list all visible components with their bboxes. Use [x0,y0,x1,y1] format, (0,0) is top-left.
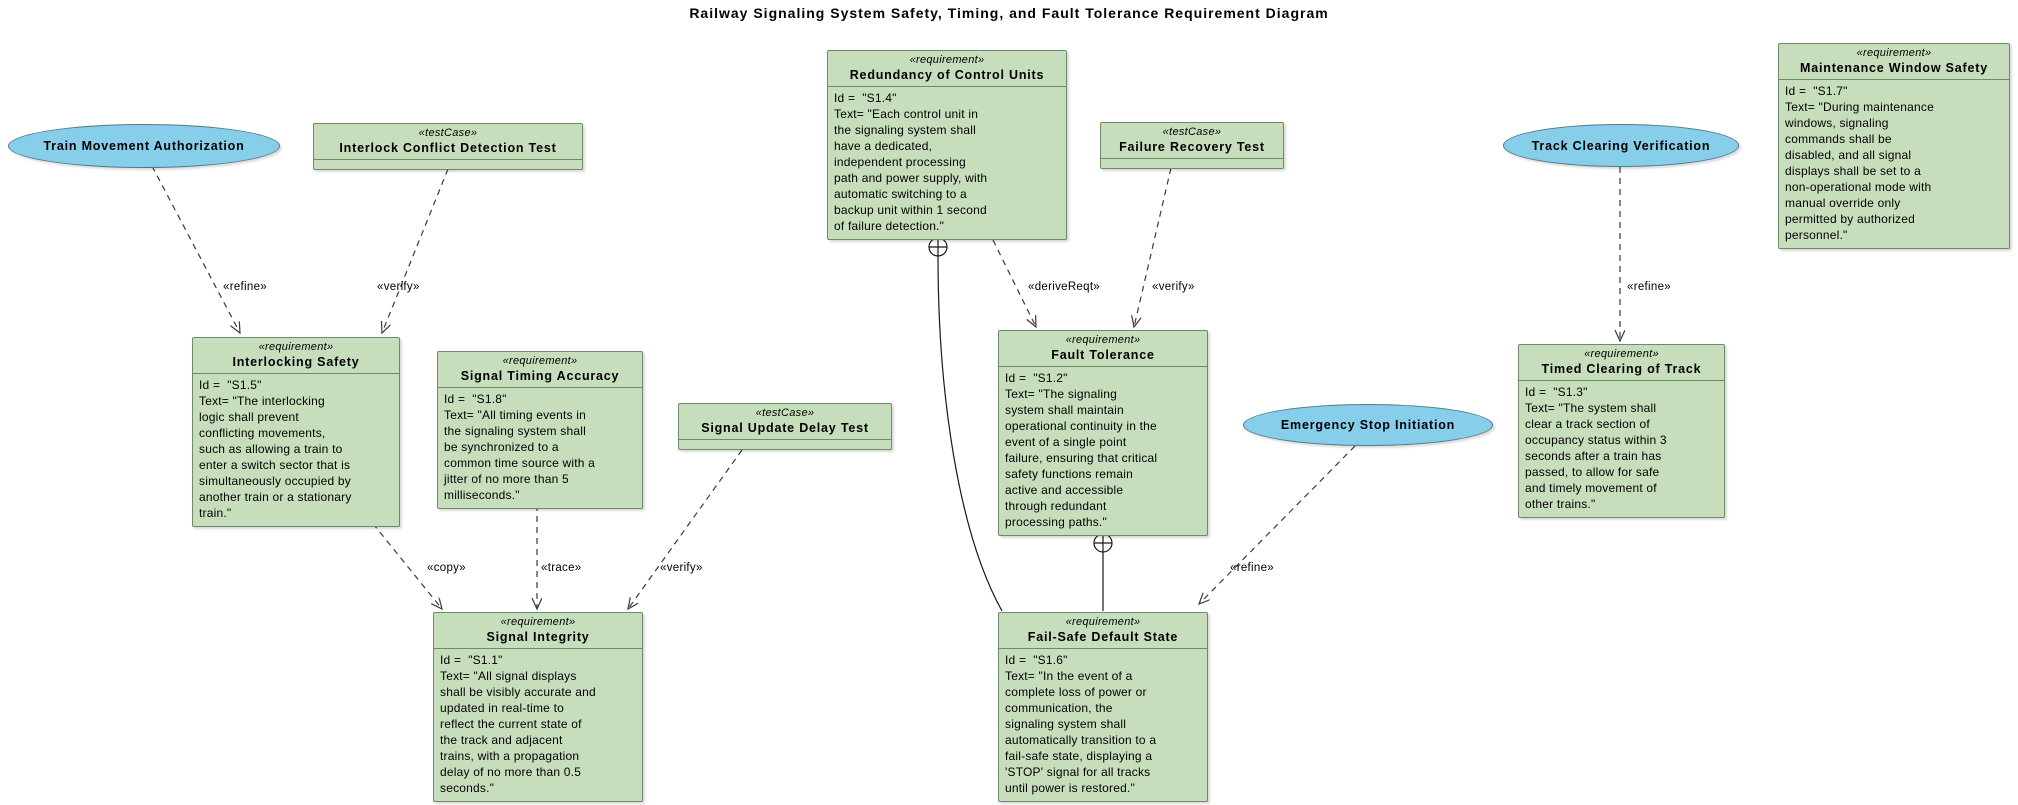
edge-verify-delay-test-to-signal-integrity [628,449,743,609]
requirement-body: Id = "S1.3" Text= "The system shall clea… [1525,385,1667,511]
testcase-empty-compartment [314,160,582,169]
edge-label-refine: «refine» [223,281,267,293]
containment-cross-redundancy [929,238,947,256]
requirement-header: «requirement» Redundancy of Control Unit… [828,51,1066,87]
stereotype-label: «requirement» [909,54,985,66]
requirement-body: Id = "S1.6" Text= "In the event of a com… [1005,653,1157,795]
edge-label-verify: «verify» [660,562,703,574]
diagram-title: Railway Signaling System Safety, Timing,… [689,5,1329,21]
edge-refine-emergency-stop-to-fail-safe [1199,445,1356,604]
requirement-redundancy-of-control-units: «requirement» Redundancy of Control Unit… [827,50,1067,240]
stereotype-label: «requirement» [502,355,578,367]
testcase-name: Interlock Conflict Detection Test [339,141,557,155]
requirement-name: Redundancy of Control Units [849,68,1045,82]
stereotype-label: «requirement» [1856,47,1932,59]
requirement-name: Timed Clearing of Track [1541,362,1702,376]
edge-label-verify: «verify» [377,281,420,293]
requirement-body: Id = "S1.1" Text= "All signal displays s… [440,653,596,795]
requirement-body: Id = "S1.7" Text= "During maintenance wi… [1785,84,1935,242]
requirement-timed-clearing-of-track: «requirement» Timed Clearing of Track Id… [1518,344,1725,518]
testcase-header: «testCase» Signal Update Delay Test [679,404,891,440]
stereotype-label: «testCase» [755,407,815,419]
testcase-interlock-conflict-detection-test: «testCase» Interlock Conflict Detection … [313,123,583,170]
testcase-signal-update-delay-test: «testCase» Signal Update Delay Test [678,403,892,450]
usecase-emergency-stop-initiation: Emergency Stop Initiation [1243,404,1493,446]
requirement-name: Signal Timing Accuracy [460,369,620,383]
edge-label-refine: «refine» [1627,281,1671,293]
requirement-interlocking-safety: «requirement» Interlocking Safety Id = "… [192,337,400,527]
edge-label-refine: «refine» [1230,562,1274,574]
requirement-header: «requirement» Fail-Safe Default State [999,613,1207,649]
requirement-name: Fault Tolerance [1051,348,1155,362]
usecase-train-movement-authorization: Train Movement Authorization [8,124,280,168]
requirement-header: «requirement» Timed Clearing of Track [1519,345,1724,381]
requirement-fault-tolerance: «requirement» Fault Tolerance Id = "S1.2… [998,330,1208,536]
stereotype-label: «requirement» [1065,616,1141,628]
edge-verify-failure-recovery-to-fault-tolerance [1134,167,1172,327]
testcase-failure-recovery-test: «testCase» Failure Recovery Test [1100,122,1284,169]
requirement-name: Signal Integrity [486,630,590,644]
stereotype-label: «requirement» [1584,348,1659,360]
edge-refine-train-movement-to-interlocking [151,165,240,333]
edge-containment-redundancy-to-fail-safe [937,255,1003,612]
containment-cross-fault [1094,534,1112,552]
usecase-label: Train Movement Authorization [43,139,245,153]
requirement-header: «requirement» Signal Integrity [434,613,642,649]
requirement-fail-safe-default-state: «requirement» Fail-Safe Default State Id… [998,612,1208,802]
edge-verify-interlock-test-to-interlocking [382,168,449,333]
requirement-header: «requirement» Interlocking Safety [193,338,399,374]
edge-copy-interlocking-to-signal-integrity [365,514,442,609]
requirement-header: «requirement» Signal Timing Accuracy [438,352,642,388]
stereotype-label: «testCase» [418,127,478,139]
requirement-header: «requirement» Fault Tolerance [999,331,1207,367]
edge-label-copy: «copy» [427,562,466,574]
testcase-header: «testCase» Failure Recovery Test [1101,123,1283,159]
edge-label-derivereqt: «deriveReqt» [1028,281,1101,293]
testcase-empty-compartment [1101,159,1283,168]
edge-derivereqt-redundancy-to-fault-tolerance [992,239,1036,327]
requirement-signal-timing-accuracy: «requirement» Signal Timing Accuracy Id … [437,351,643,509]
stereotype-label: «requirement» [258,341,334,353]
stereotype-label: «requirement» [1065,334,1141,346]
requirement-header: «requirement» Maintenance Window Safety [1779,44,2009,80]
stereotype-label: «requirement» [500,616,576,628]
requirement-signal-integrity: «requirement» Signal Integrity Id = "S1.… [433,612,643,802]
testcase-header: «testCase» Interlock Conflict Detection … [314,124,582,160]
testcase-empty-compartment [679,440,891,449]
usecase-label: Track Clearing Verification [1531,138,1711,153]
usecase-label: Emergency Stop Initiation [1280,418,1456,432]
edge-label-trace: «trace» [541,562,582,574]
requirement-body: Id = "S1.2" Text= "The signaling system … [1005,371,1158,529]
edge-label-verify: «verify» [1152,281,1195,293]
testcase-name: Signal Update Delay Test [701,421,869,435]
requirement-body: Id = "S1.5" Text= "The interlocking logi… [199,378,352,520]
stereotype-label: «testCase» [1162,126,1222,138]
requirement-name: Fail-Safe Default State [1027,630,1179,644]
requirement-body: Id = "S1.8" Text= "All timing events in … [444,392,596,502]
requirement-maintenance-window-safety: «requirement» Maintenance Window Safety … [1778,43,2010,249]
requirement-body: Id = "S1.4" Text= "Each control unit in … [834,91,988,233]
requirement-name: Maintenance Window Safety [1800,61,1988,75]
testcase-name: Failure Recovery Test [1119,140,1265,154]
usecase-track-clearing-verification: Track Clearing Verification [1503,124,1739,167]
requirement-name: Interlocking Safety [232,355,360,369]
